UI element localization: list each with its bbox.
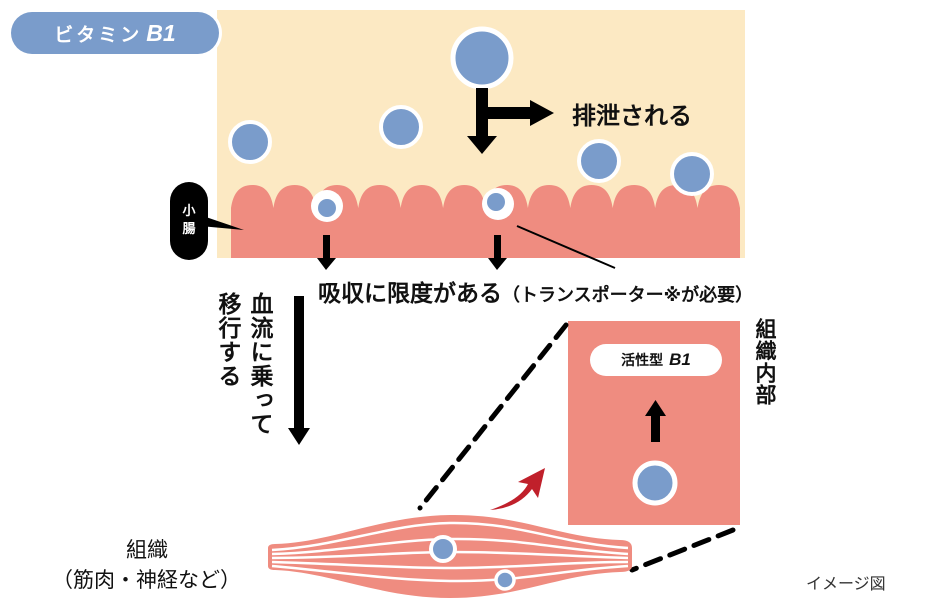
image-caption: イメージ図 [806,574,886,593]
vitamin-molecule [494,569,516,591]
title-badge-suffix: B1 [146,19,176,46]
muscle-fiber [268,514,632,598]
bloodstream-arrow [288,296,310,445]
excreted-label: 排泄される [572,102,692,130]
vitamin-molecules [228,26,714,222]
vitamin-molecule [228,120,272,164]
excretion-arrow [467,88,554,154]
tissue-label: 組織 [126,538,168,562]
vitamin-molecule [670,152,714,196]
vitamin-molecule [632,460,678,506]
vitamin-molecule [429,535,457,563]
intestinal-villi [231,185,740,258]
vitamin-molecule [577,139,621,183]
small-intestine-label-1: 小 [182,204,196,219]
activation-arrow [645,400,666,442]
uptake-arrow [490,468,545,510]
transporter [311,190,343,222]
small-intestine-label-2: 腸 [182,222,196,237]
zoom-guide-line [417,322,569,511]
absorption-arrow [317,235,336,270]
active-form-suffix: B1 [669,350,691,369]
absorption-note-text: （トランスポーター※が必要） [502,285,754,306]
vitamin-molecule [379,105,423,149]
tissue-examples-label: （筋肉・神経など） [52,568,241,592]
transporter [482,188,514,220]
title-badge-text: ビタミン [54,23,143,46]
absorption-arrow [488,235,507,270]
bloodstream-label: 血流に乗って [246,292,272,436]
zoom-guide-line [629,527,736,573]
transporter-callout-line [516,225,616,269]
vitamin-molecule [450,26,514,90]
tissue-interior-label: 組織内部 [753,318,777,406]
villi-shape [231,185,740,258]
active-form-badge: 活性型 B1 [590,344,722,376]
absorption-label: 吸収に限度がある（トランスポーター※が必要） [318,274,753,308]
migrate-label: 移行する [214,292,240,388]
intestine-tag-pointer [200,215,244,230]
small-intestine-tag: 小 腸 [170,182,208,260]
absorption-limit-text: 吸収に限度がある [318,281,502,307]
active-form-text: 活性型 [621,353,664,369]
